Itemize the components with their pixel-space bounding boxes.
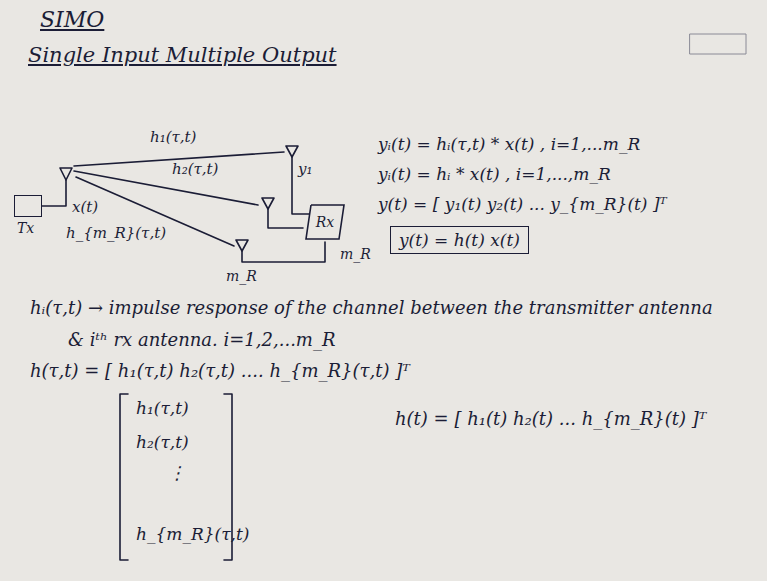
vector-entry: h_{m_R}(τ,t) — [136, 524, 249, 545]
transmitter-box: Tx — [14, 195, 42, 217]
antenna-index: m_R — [340, 246, 371, 264]
vector-entry: h₂(τ,t) — [136, 432, 189, 453]
equation: yᵢ(t) = hᵢ * x(t) , i=1,...,m_R — [378, 164, 611, 185]
node-text: Rx — [316, 214, 334, 230]
node-text: y(t) = h(t) x(t) — [399, 230, 520, 250]
equation: h(τ,t) = [ h₁(τ,t) h₂(τ,t) .... h_{m_R}(… — [30, 360, 410, 383]
signal-name: y₁ — [298, 160, 313, 179]
node-text: Tx — [17, 220, 34, 236]
matrix-bracket — [120, 394, 128, 560]
channel-label: h₂(τ,t) — [172, 160, 218, 179]
vector-entry: h₁(τ,t) — [136, 398, 189, 419]
equation: h(t) = [ h₁(t) h₂(t) ... h_{m_R}(t) ]ᵀ — [395, 408, 706, 431]
equation: y(t) = [ y₁(t) y₂(t) ... y_{m_R}(t) ]ᵀ — [378, 194, 667, 215]
receiver-outline — [306, 205, 344, 239]
definition-note: hᵢ(τ,t) → impulse response of the channe… — [30, 292, 730, 356]
receiver-box: Rx — [305, 204, 345, 240]
page-stamp — [690, 34, 746, 54]
title: SIMO — [40, 6, 104, 34]
subtitle: Single Input Multiple Output — [28, 42, 337, 68]
rx-antenna — [262, 198, 274, 209]
rx-antenna — [286, 146, 298, 157]
vector-entry: ⋮ — [168, 462, 186, 485]
antenna-index: m_R — [226, 268, 257, 286]
boxed-equation: y(t) = h(t) x(t) — [390, 226, 529, 254]
channel-label: h_{m_R}(τ,t) — [66, 224, 166, 243]
tx-antenna — [60, 168, 72, 180]
equation: yᵢ(t) = hᵢ(τ,t) * x(t) , i=1,...m_R — [378, 134, 640, 155]
tx-wire — [42, 180, 66, 206]
channel-label: h₁(τ,t) — [150, 128, 196, 147]
rx-wire — [268, 209, 303, 228]
rx-antenna — [236, 240, 248, 251]
signal-name: x(t) — [72, 198, 98, 217]
rx-wire — [242, 242, 325, 262]
